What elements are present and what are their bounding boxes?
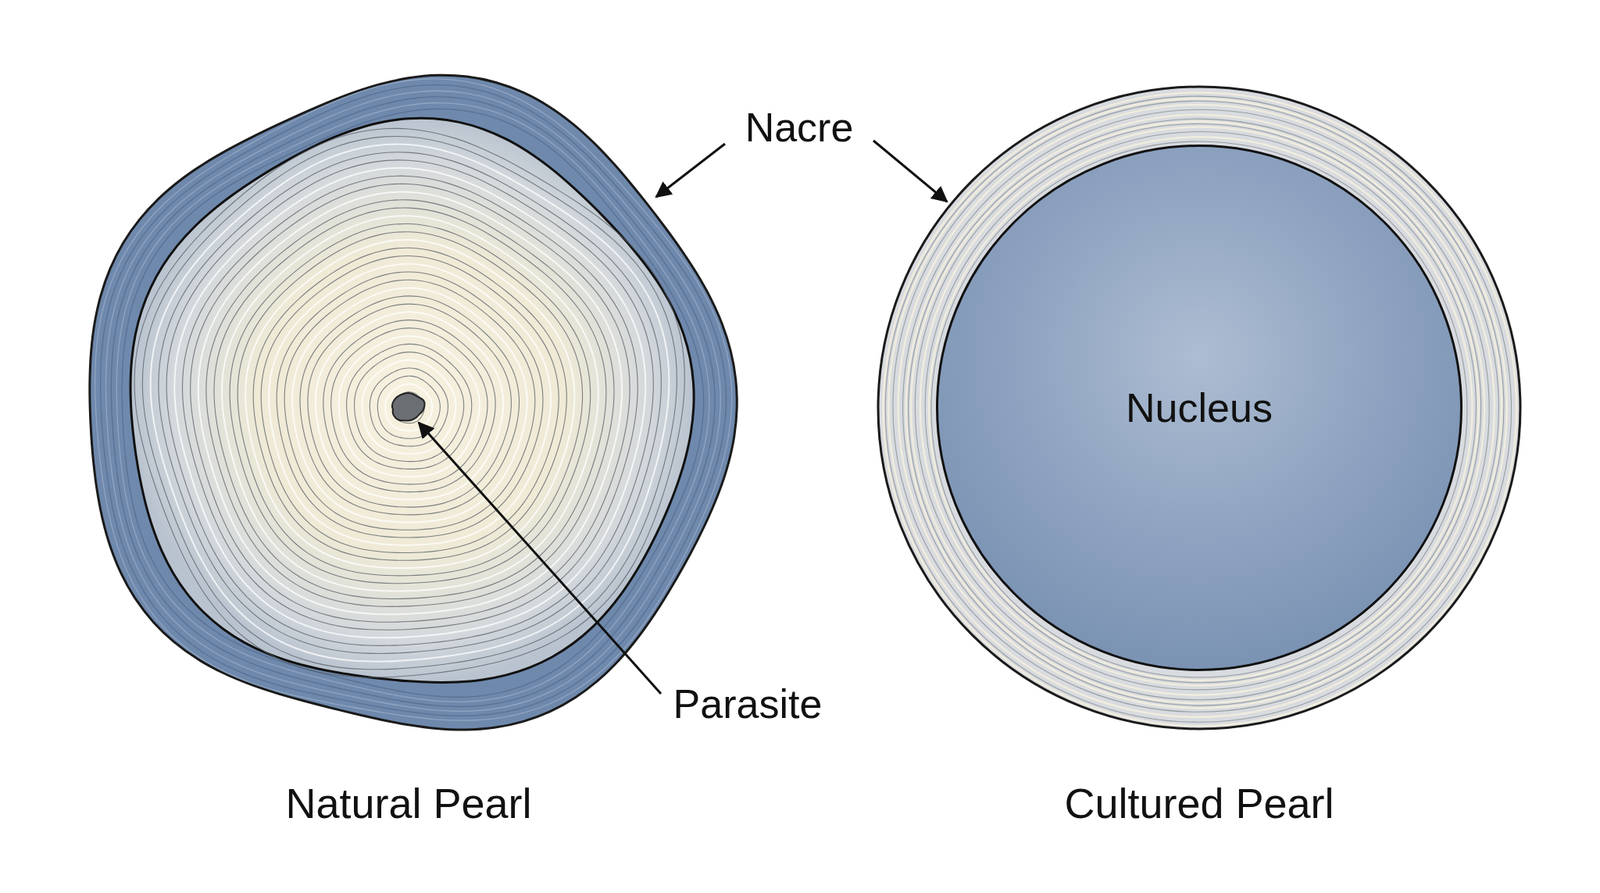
nacre-layer: [121, 108, 704, 697]
leader-arrow: [418, 422, 661, 694]
part-label: Parasite: [673, 679, 823, 729]
growth-ring: [346, 343, 472, 469]
nacre-layer: [925, 132, 1476, 683]
natural-pearl-drawing: [89, 75, 737, 730]
nacre-layer: [920, 127, 1479, 686]
growth-ring: [339, 335, 480, 477]
growth-ring: [253, 247, 567, 561]
growth-ring: [307, 303, 511, 508]
nacre-layer: [910, 121, 1485, 696]
nacre-layer: [931, 141, 1468, 678]
nacre-layer: [116, 103, 710, 703]
growth-ring: [292, 288, 528, 523]
growth-ring: [284, 279, 536, 530]
nacre-layer: [885, 96, 1511, 722]
inner-nacre: [130, 117, 694, 683]
outer-nacre: [89, 75, 737, 730]
nacre-layer: [908, 118, 1490, 700]
nacre-layer: [882, 92, 1517, 726]
nacre-layer: [888, 98, 1508, 718]
pearl-outline: [878, 86, 1521, 729]
nacre-layer: [928, 136, 1473, 681]
leader-arrow: [656, 143, 725, 197]
growth-ring: [369, 367, 448, 447]
nacre-layer: [95, 78, 733, 721]
growth-ring: [315, 311, 504, 500]
leader-arrow: [873, 140, 947, 202]
pearl-figure: Natural Pearl: [79, 78, 738, 861]
nucleus-circle: Nucleus: [935, 144, 1463, 672]
nacre-layer: [100, 85, 727, 717]
nacre-layer: [914, 123, 1481, 690]
growth-ring: [361, 360, 456, 454]
nacre-layer: [892, 100, 1504, 712]
growth-ring: [221, 215, 599, 591]
growth-ring: [276, 271, 543, 538]
growth-ring: [237, 232, 583, 576]
parasite-blob: [392, 392, 425, 422]
part-name: Nucleus: [1125, 383, 1273, 433]
growth-ring: [354, 352, 465, 462]
growth-ring: [134, 128, 685, 678]
growth-ring: [229, 223, 591, 583]
nacre-layer: [903, 109, 1500, 706]
growth-ring: [377, 375, 440, 439]
nacre-layer: [906, 114, 1495, 704]
figure-caption: Natural Pearl: [79, 778, 738, 829]
growth-ring: [385, 383, 433, 431]
nacre-layer: [106, 90, 722, 711]
leader-lines: [418, 140, 947, 694]
part-label: Nacre: [745, 103, 854, 152]
pearl-figure: Cultured Pearl Nucleus: [878, 86, 1521, 861]
nacre-layer: [898, 104, 1502, 708]
growth-ring: [300, 296, 520, 515]
growth-ring: [268, 264, 551, 546]
cultured-pearl-drawing: [878, 86, 1521, 729]
figure-caption: Cultured Pearl: [878, 778, 1521, 829]
growth-ring: [245, 239, 575, 568]
growth-ring: [323, 320, 496, 493]
growth-ring: [260, 255, 559, 553]
growth-ring: [331, 328, 488, 485]
